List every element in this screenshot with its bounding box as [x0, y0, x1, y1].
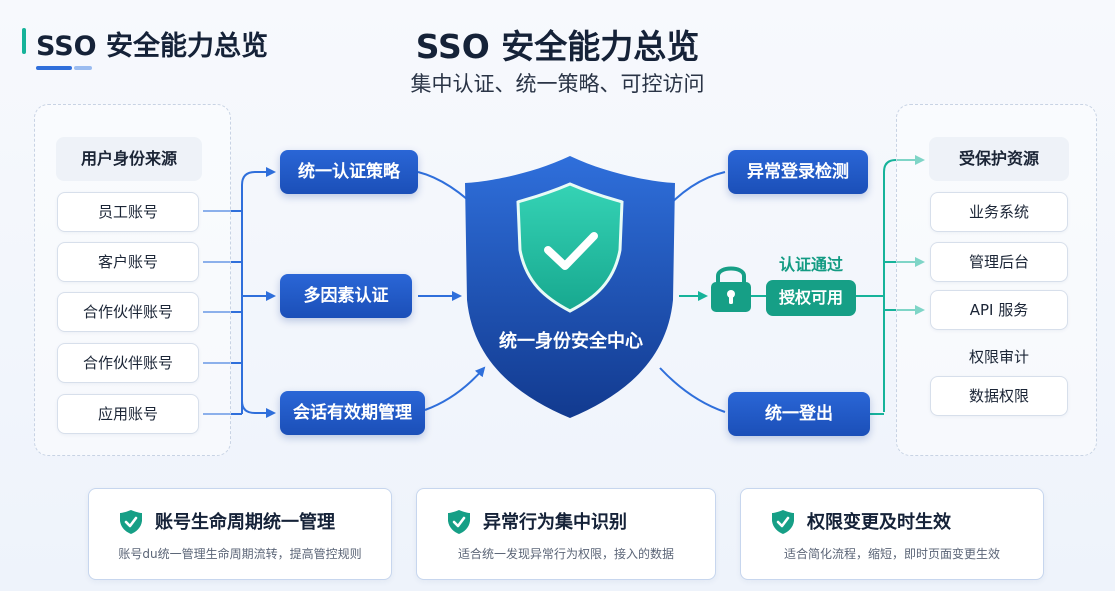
resource-permission-audit: 权限审计: [968, 348, 1029, 366]
card-description: 适合统一发现异常行为权限，接入的数据: [457, 547, 674, 561]
shield-check-icon: [772, 510, 794, 534]
card-lifecycle-management: 账号生命周期统一管理 账号du统一管理生命周期流转，提高管控规则: [88, 488, 392, 580]
resource-admin-console: 管理后台: [930, 242, 1068, 282]
card-permission-change: 权限变更及时生效 适合简化流程，缩短，即时页面变更生效: [740, 488, 1044, 580]
source-employee-account: 员工账号: [57, 192, 199, 232]
flow-unified-auth-policy: 统一认证策略: [280, 150, 418, 194]
card-title: 异常行为集中识别: [483, 512, 627, 533]
security-center-shield: [465, 156, 675, 418]
flow-session-validity: 会话有效期管理: [280, 391, 425, 435]
left-connectors: [203, 167, 276, 418]
identity-sources-heading: 用户身份来源: [56, 137, 202, 181]
resource-data-permission: 数据权限: [930, 376, 1068, 416]
card-description: 账号du统一管理生命周期流转，提高管控规则: [118, 547, 362, 561]
source-app-account: 应用账号: [57, 394, 199, 434]
page-subtitle: 集中认证、统一策略、可控访问: [410, 72, 705, 96]
resource-api-service: API 服务: [930, 290, 1068, 330]
accent-bar: [22, 28, 26, 54]
auth-passed-label: 认证通过: [778, 255, 843, 274]
card-description: 适合简化流程，缩短，即时页面变更生效: [783, 547, 1000, 561]
shield-check-icon: [448, 510, 470, 534]
page-title: SSO 安全能力总览: [415, 27, 700, 66]
title-underline: [36, 66, 72, 70]
card-anomaly-identification: 异常行为集中识别 适合统一发现异常行为权限，接入的数据: [416, 488, 716, 580]
flow-anomaly-login-detection: 异常登录检测: [728, 150, 868, 194]
security-center-label: 统一身份安全中心: [499, 331, 643, 352]
lock-icon: [711, 266, 751, 312]
grant-available-badge: 授权可用: [766, 280, 856, 316]
shield-check-icon: [120, 510, 142, 534]
source-partner-account-2: 合作伙伴账号: [57, 343, 199, 383]
card-title: 权限变更及时生效: [807, 512, 951, 533]
source-partner-account: 合作伙伴账号: [57, 292, 199, 332]
title-underline-light: [74, 66, 92, 70]
flow-unified-logout: 统一登出: [728, 392, 870, 436]
card-title: 账号生命周期统一管理: [155, 512, 335, 533]
protected-resources-heading: 受保护资源: [929, 137, 1069, 181]
resource-business-system: 业务系统: [930, 192, 1068, 232]
flow-multi-factor-auth: 多因素认证: [280, 274, 412, 318]
source-customer-account: 客户账号: [57, 242, 199, 282]
corner-title: SSO 安全能力总览: [36, 31, 269, 62]
